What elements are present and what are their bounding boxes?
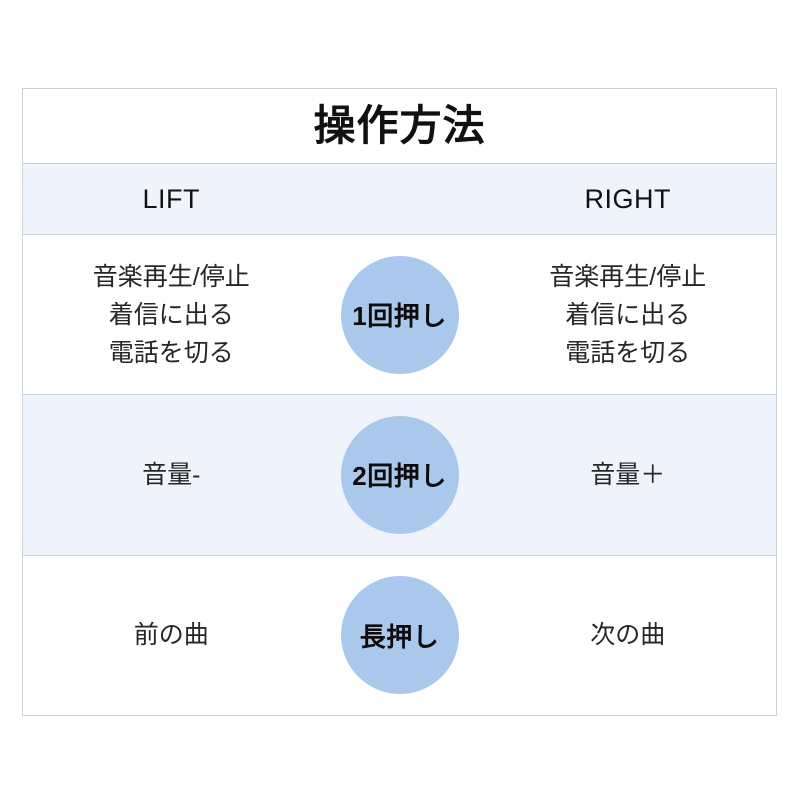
left-action-description: 前の曲 bbox=[133, 621, 209, 650]
right-action-description: 音量＋ bbox=[590, 460, 666, 489]
column-header-left: LIFT bbox=[142, 183, 200, 214]
gesture-cell: 1回押し bbox=[320, 255, 480, 374]
right-action-description: 音楽再生/停止 着信に出る 電話を切る bbox=[549, 262, 707, 367]
gesture-badge: 1回押し bbox=[340, 255, 459, 374]
table-row: 前の曲 長押し 次の曲 bbox=[23, 555, 776, 715]
column-header-right: RIGHT bbox=[584, 183, 671, 214]
left-action-description: 音楽再生/停止 着信に出る 電話を切る bbox=[92, 262, 250, 367]
gesture-cell: 2回押し bbox=[320, 415, 480, 534]
table-title-row: 操作方法 bbox=[23, 89, 776, 164]
page-title: 操作方法 bbox=[313, 102, 486, 149]
left-action-description: 音量- bbox=[142, 460, 201, 489]
table-header-row: LIFT RIGHT bbox=[23, 164, 776, 235]
gesture-cell: 長押し bbox=[320, 576, 480, 695]
table-row: 音楽再生/停止 着信に出る 電話を切る 1回押し 音楽再生/停止 着信に出る 電… bbox=[23, 235, 776, 396]
operation-method-table: 操作方法 LIFT RIGHT 音楽再生/停止 着信に出る 電話を切る 1回押し… bbox=[22, 88, 777, 716]
gesture-badge: 2回押し bbox=[340, 415, 459, 534]
gesture-badge: 長押し bbox=[340, 576, 459, 695]
right-action-description: 次の曲 bbox=[590, 621, 666, 650]
table-row: 音量- 2回押し 音量＋ bbox=[23, 395, 776, 556]
